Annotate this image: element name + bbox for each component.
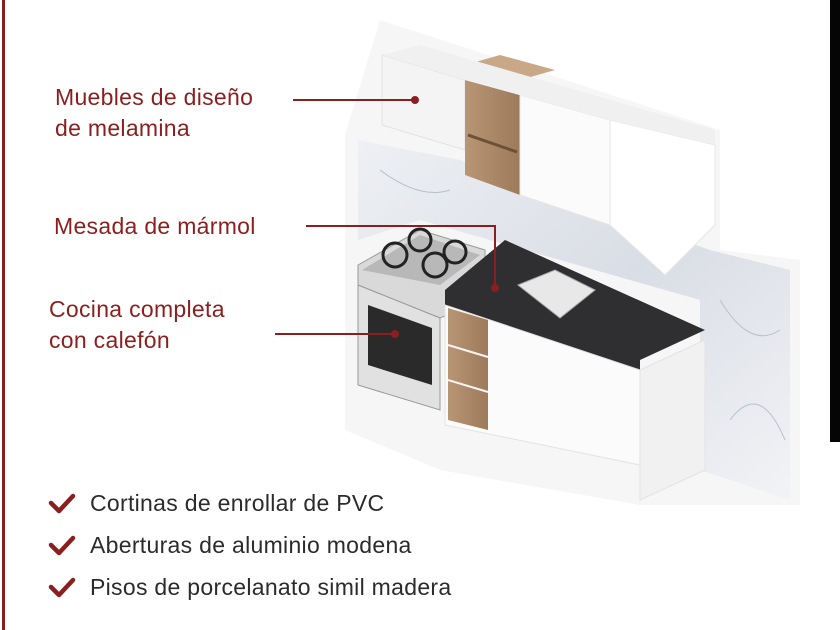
feature-label: Cortinas de enrollar de PVC xyxy=(90,489,385,516)
callout-muebles: Muebles de diseño de melamina xyxy=(55,82,253,144)
feature-item: Aberturas de aluminio modena xyxy=(48,524,451,566)
check-icon xyxy=(48,577,76,598)
left-accent-line xyxy=(2,0,5,630)
callout-mesada-line1: Mesada de mármol xyxy=(54,213,256,239)
callout-cocina-line1: Cocina completa xyxy=(49,296,225,322)
callout-mesada: Mesada de mármol xyxy=(54,211,256,242)
callout-cocina-line2: con calefón xyxy=(49,327,170,353)
marble-backsplash xyxy=(358,140,790,500)
callout-muebles-line1: Muebles de diseño xyxy=(55,84,254,110)
callout-line-cocina xyxy=(275,330,399,338)
feature-label: Aberturas de aluminio modena xyxy=(90,531,412,558)
check-icon xyxy=(48,493,76,514)
upper-cabinet-wood xyxy=(465,80,520,195)
features-list: Cortinas de enrollar de PVC Aberturas de… xyxy=(48,482,451,608)
callout-cocina: Cocina completa con calefón xyxy=(49,294,225,356)
feature-label: Pisos de porcelanato simil madera xyxy=(90,573,452,600)
right-edge-bar xyxy=(830,0,840,442)
check-icon xyxy=(48,535,76,556)
callout-muebles-line2: de melamina xyxy=(55,115,190,141)
callout-line-muebles xyxy=(293,96,419,104)
feature-item: Pisos de porcelanato simil madera xyxy=(48,566,451,608)
drawers-wood xyxy=(448,308,488,430)
callout-line-mesada xyxy=(306,225,499,292)
feature-item: Cortinas de enrollar de PVC xyxy=(48,482,451,524)
